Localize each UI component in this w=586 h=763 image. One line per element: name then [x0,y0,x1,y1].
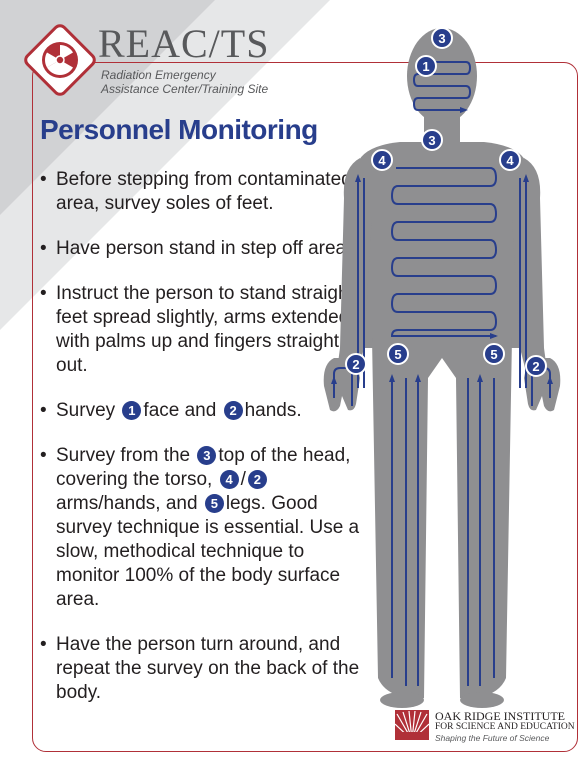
step-marker: 4 [499,149,521,171]
body-figure: 3 1 3 4 4 2 2 5 [323,27,561,708]
org-subtitle: FOR SCIENCE AND EDUCATION [435,722,575,732]
sunburst-logo-icon [395,710,429,740]
step-number-badge: 5 [204,494,224,513]
brand-title: REAC/TS [98,21,270,66]
list-item: Have the person turn around, and repeat … [40,633,360,705]
step-marker: 2 [525,355,547,377]
arrow-heads [331,107,553,384]
org-tagline: Shaping the Future of Science [435,733,550,743]
radiation-logo-icon [24,24,96,96]
svg-text:4: 4 [506,153,514,168]
bullet-text: arms/hands, and [56,493,203,514]
svg-text:5: 5 [490,347,497,362]
brand-subtitle-line1: Radiation Emergency [101,68,216,82]
org-name: OAK RIDGE INSTITUTE [435,709,565,723]
bullet-text: legs. Good survey technique is essential… [56,493,360,610]
step-number-badge: 3 [197,446,217,465]
svg-text:3: 3 [438,31,445,46]
list-item: Before stepping from contaminated area, … [40,168,360,216]
step-marker: 1 [415,55,437,77]
step-markers: 3 1 3 4 4 2 2 5 [345,27,547,377]
bullet-text: Before stepping from contaminated area, … [56,169,352,214]
brand-subtitle: Radiation Emergency Assistance Center/Tr… [101,68,268,96]
bullet-text: Have person stand in step off area. [56,238,352,259]
step-marker: 3 [431,27,453,49]
svg-text:2: 2 [532,359,539,374]
page-title: Personnel Monitoring [40,114,318,145]
step-marker: 4 [371,149,393,171]
step-marker: 5 [387,343,409,365]
step-number-badge: 2 [223,401,243,420]
svg-text:3: 3 [428,133,435,148]
svg-text:2: 2 [352,357,359,372]
step-number-badge: 1 [122,401,142,420]
bullet-text: Have the person turn around, and repeat … [56,634,360,703]
svg-text:1: 1 [422,59,429,74]
brand-subtitle-line2: Assistance Center/Training Site [101,82,269,96]
bullet-text: hands. [244,400,302,421]
content-frame [32,62,578,752]
svg-text:4: 4 [378,153,386,168]
step-marker: 2 [345,353,367,375]
bullet-text: Survey from the [56,445,196,466]
bullet-text: face and [143,400,222,421]
bullet-text: Instruct the person to stand straight, f… [56,283,360,376]
survey-path-lines [333,61,551,686]
step-number-badge: 4 [219,470,239,489]
bullet-text: Survey [56,400,121,421]
step-number-badge: 2 [247,470,267,489]
instruction-list: Before stepping from contaminated area, … [40,168,360,726]
bullet-text: top of the head, covering the torso, [56,445,351,490]
svg-text:5: 5 [394,347,401,362]
step-marker: 5 [483,343,505,365]
list-item: Instruct the person to stand straight, f… [40,282,360,378]
orise-logo: OAK RIDGE INSTITUTE FOR SCIENCE AND EDUC… [395,708,575,748]
step-marker: 3 [421,129,443,151]
list-item: Have person stand in step off area. [40,237,360,261]
bullet-text: / [240,469,246,490]
